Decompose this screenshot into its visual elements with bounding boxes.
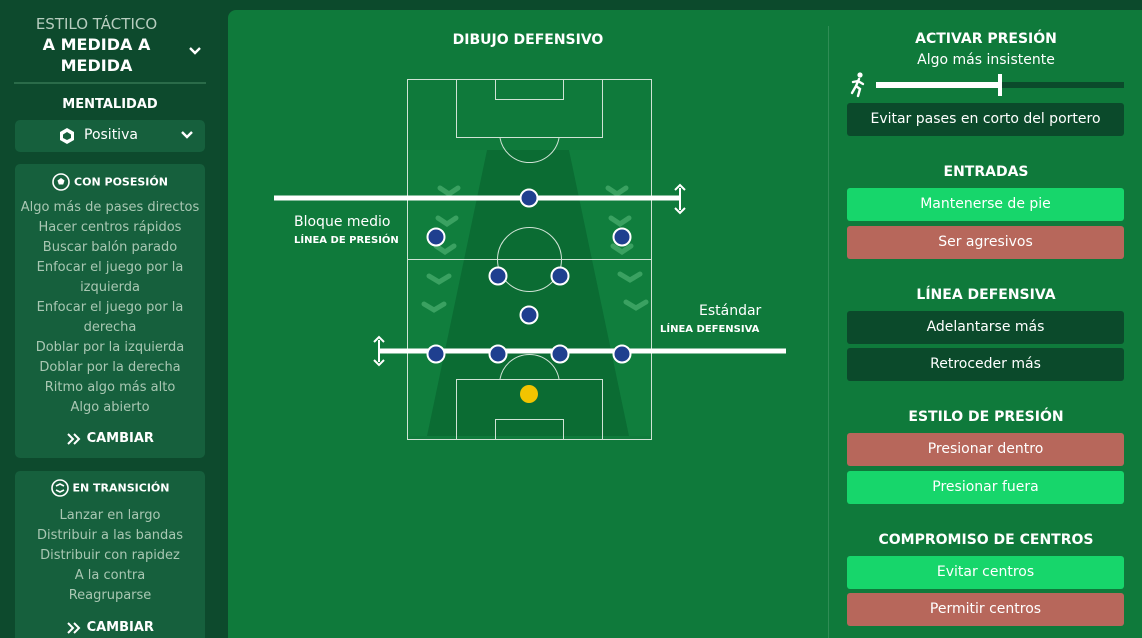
double-chevron-right-icon xyxy=(67,432,81,445)
lower-line-button[interactable]: Retroceder más xyxy=(847,348,1124,381)
tactic-style-selector[interactable]: ESTILO TÁCTICO A MEDIDA A MEDIDA xyxy=(14,12,206,84)
list-item: Ritmo algo más alto xyxy=(44,380,176,395)
higher-line-button[interactable]: Adelantarse más xyxy=(847,311,1124,344)
player-marker[interactable] xyxy=(426,344,446,364)
flank-shading-left xyxy=(407,150,487,436)
pressing-line-label: LÍNEA DE PRESIÓN xyxy=(294,235,399,246)
in-transition-title: EN TRANSICIÓN xyxy=(15,479,205,497)
tactic-style-label: ESTILO TÁCTICO xyxy=(35,15,158,33)
pressing-slider[interactable] xyxy=(876,74,1124,96)
player-marker[interactable] xyxy=(519,188,539,208)
defensive-shape-title: DIBUJO DEFENSIVO xyxy=(452,32,604,48)
list-item: Lanzar en largo xyxy=(59,508,161,523)
pressing-style-title: ESTILO DE PRESIÓN xyxy=(908,409,1064,425)
goalkeeper-marker[interactable] xyxy=(520,385,538,403)
player-marker[interactable] xyxy=(550,344,570,364)
bottom-penalty-arc xyxy=(499,354,560,380)
pressing-slider-handle[interactable] xyxy=(998,74,1002,96)
list-item: Algo abierto xyxy=(70,400,150,415)
player-marker[interactable] xyxy=(488,344,508,364)
player-marker[interactable] xyxy=(612,227,632,247)
in-possession-list: Algo más de pases directos Hacer centros… xyxy=(15,198,205,418)
pressing-slider-fill xyxy=(876,82,1000,88)
chevron-down-icon xyxy=(181,131,193,139)
in-transition-panel: EN TRANSICIÓN Lanzar en largo Distribuir… xyxy=(15,471,205,638)
defensive-line-label: LÍNEA DEFENSIVA xyxy=(660,324,760,335)
in-possession-panel: CON POSESIÓN Algo más de pases directos … xyxy=(15,164,205,458)
double-chevron-right-icon xyxy=(67,621,81,634)
press-inside-button[interactable]: Presionar dentro xyxy=(847,433,1124,466)
defensive-line-title: LÍNEA DEFENSIVA xyxy=(916,287,1056,303)
press-outside-button[interactable]: Presionar fuera xyxy=(847,471,1124,504)
bottom-goal-box xyxy=(495,419,564,440)
chevron-down-icon[interactable] xyxy=(188,46,202,56)
top-goal-box xyxy=(495,79,564,100)
player-marker[interactable] xyxy=(612,344,632,364)
mentality-icon xyxy=(60,128,74,144)
defensive-pitch xyxy=(274,79,786,440)
list-item: Enfocar el juego por la izquierda xyxy=(36,260,184,295)
list-item: Doblar por la izquierda xyxy=(35,340,185,355)
player-marker[interactable] xyxy=(488,266,508,286)
mentality-dropdown[interactable]: Positiva xyxy=(15,120,205,152)
mentality-label: MENTALIDAD xyxy=(62,97,158,112)
ball-icon xyxy=(52,173,70,191)
change-possession-button[interactable]: CAMBIAR xyxy=(15,431,205,446)
in-possession-title: CON POSESIÓN xyxy=(15,173,205,191)
tackling-title: ENTRADAS xyxy=(943,164,1029,180)
list-item: Distribuir con rapidez xyxy=(40,548,180,563)
runner-icon xyxy=(850,72,865,98)
player-marker[interactable] xyxy=(550,266,570,286)
allow-crosses-button[interactable]: Permitir centros xyxy=(847,593,1124,626)
list-item: Reagruparse xyxy=(68,588,152,603)
top-penalty-arc xyxy=(499,137,560,163)
player-marker[interactable] xyxy=(426,227,446,247)
main-area: DIBUJO DEFENSIVO xyxy=(228,10,1142,638)
list-item: Hacer centros rápidos xyxy=(38,220,182,235)
list-item: A la contra xyxy=(74,568,146,583)
sidebar: ESTILO TÁCTICO A MEDIDA A MEDIDA MENTALI… xyxy=(0,0,220,638)
avoid-short-goalkeeper-button[interactable]: Evitar pases en corto del portero xyxy=(847,103,1124,136)
list-item: Algo más de pases directos xyxy=(20,200,200,215)
top-penalty-box xyxy=(456,79,603,138)
avoid-crosses-button[interactable]: Evitar centros xyxy=(847,556,1124,589)
in-transition-list: Lanzar en largo Distribuir a las bandas … xyxy=(15,506,205,606)
center-circle xyxy=(497,227,562,292)
flank-shading-right xyxy=(569,150,651,436)
defensive-line-value: Estándar xyxy=(699,303,762,319)
transition-icon xyxy=(50,479,69,497)
change-transition-button[interactable]: CAMBIAR xyxy=(15,620,205,635)
divider xyxy=(828,26,829,638)
defensive-line-arrow-icon[interactable] xyxy=(373,335,385,367)
defensive-zone-shading xyxy=(427,150,629,436)
crossing-title: COMPROMISO DE CENTROS xyxy=(878,532,1094,548)
pressing-line-value: Bloque medio xyxy=(294,214,391,230)
tactic-style-value: A MEDIDA A MEDIDA xyxy=(42,35,151,75)
pressing-title: ACTIVAR PRESIÓN xyxy=(915,31,1057,47)
list-item: Doblar por la derecha xyxy=(39,360,181,375)
mentality-value: Positiva xyxy=(84,127,138,143)
players xyxy=(426,188,632,364)
press-direction-chevrons xyxy=(421,185,649,313)
pressing-line-arrow-icon[interactable] xyxy=(674,183,686,215)
list-item: Buscar balón parado xyxy=(42,240,178,255)
get-stuck-in-button[interactable]: Ser agresivos xyxy=(847,226,1124,259)
stay-on-feet-button[interactable]: Mantenerse de pie xyxy=(847,188,1124,221)
player-marker[interactable] xyxy=(519,305,539,325)
pressing-level: Algo más insistente xyxy=(917,52,1055,68)
list-item: Distribuir a las bandas xyxy=(36,528,184,543)
list-item: Enfocar el juego por la derecha xyxy=(36,300,184,335)
